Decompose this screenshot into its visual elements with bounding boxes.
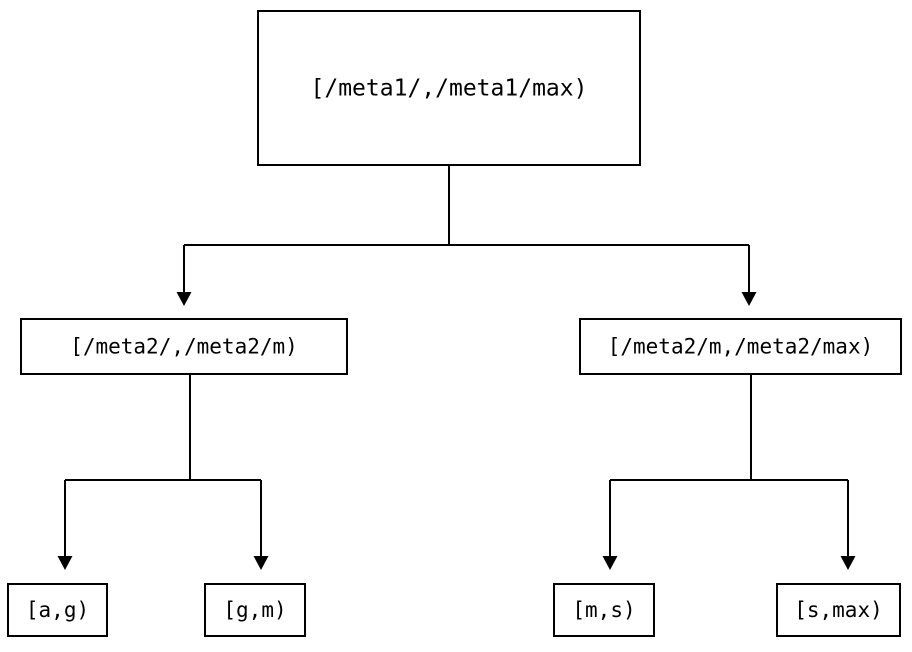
- node-box-leaf-a-g[interactable]: [6, 582, 109, 638]
- node-label-leaf-g-m: [g,m): [223, 598, 286, 622]
- node-box-leaf-s-max[interactable]: [775, 582, 902, 638]
- node-label-mid-right: [/meta2/m,/meta2/max): [608, 335, 874, 359]
- node-root[interactable]: [/meta1/,/meta1/max): [256, 9, 642, 167]
- node-label-leaf-s-max: [s,max): [794, 598, 883, 622]
- connector-layer: [63, 165, 850, 556]
- arrowhead-layer: [57, 292, 856, 570]
- node-label-root: [/meta1/,/meta1/max): [311, 76, 588, 102]
- node-leaf-m-s[interactable]: [m,s): [552, 582, 656, 638]
- node-box-leaf-m-s[interactable]: [552, 582, 656, 638]
- arrow-ml-ag: [57, 556, 73, 570]
- node-leaf-g-m[interactable]: [g,m): [203, 582, 307, 638]
- node-label-leaf-a-g: [a,g): [26, 598, 89, 622]
- node-leaf-s-max[interactable]: [s,max): [775, 582, 902, 638]
- node-leaf-a-g[interactable]: [a,g): [6, 582, 109, 638]
- arrow-mr-ms: [602, 556, 618, 570]
- node-label-leaf-m-s: [m,s): [572, 598, 635, 622]
- arrow-root-left: [176, 292, 192, 306]
- node-mid-right[interactable]: [/meta2/m,/meta2/max): [578, 317, 903, 376]
- node-mid-left[interactable]: [/meta2/,/meta2/m): [19, 317, 349, 376]
- node-box-leaf-g-m[interactable]: [203, 582, 307, 638]
- node-box-root[interactable]: [256, 9, 642, 167]
- node-label-mid-left: [/meta2/,/meta2/m): [70, 335, 298, 359]
- node-layer: [/meta1/,/meta1/max) [/meta2/,/meta2/m) [/…: [6, 9, 903, 638]
- arrow-mr-smax: [840, 556, 856, 570]
- node-box-mid-left[interactable]: [19, 317, 349, 376]
- node-box-mid-right[interactable]: [578, 317, 903, 376]
- arrow-ml-gm: [253, 556, 269, 570]
- arrow-root-right: [741, 292, 757, 306]
